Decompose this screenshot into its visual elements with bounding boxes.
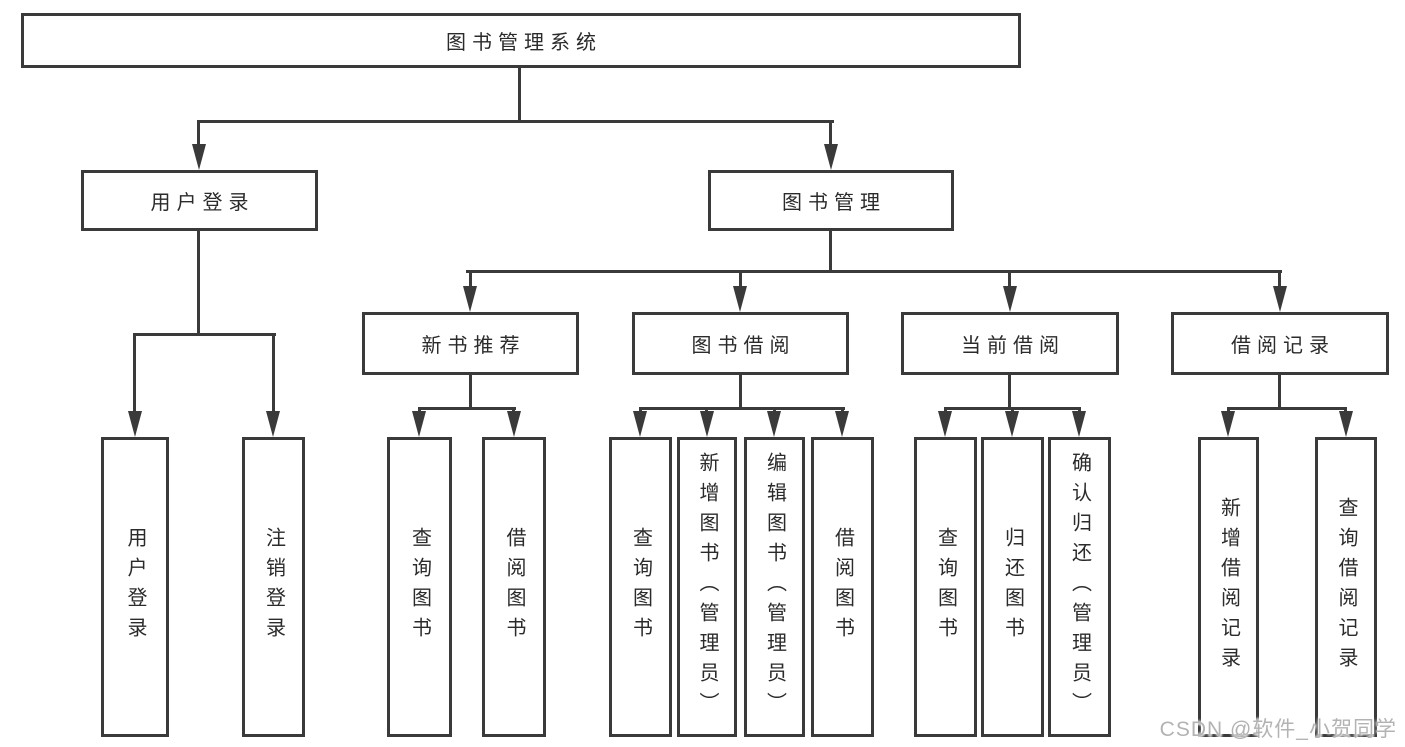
connector-line (1008, 372, 1011, 410)
connector-line (1227, 407, 1347, 410)
connector-line (639, 407, 845, 410)
arrowhead-down-icon (1003, 286, 1017, 312)
arrowhead-down-icon (938, 411, 952, 437)
leaf-confirm-return-admin-label: 确认归还（管理员） (1068, 452, 1091, 722)
connector-line (469, 270, 472, 288)
node-user-login-label: 用户登录 (150, 192, 255, 214)
connector-line (197, 120, 834, 123)
arrowhead-down-icon (824, 144, 838, 170)
node-new-book-recommend: 新书推荐 (362, 312, 579, 375)
connector-line (829, 231, 832, 273)
leaf-query-books-borrow: 查询图书 (609, 437, 672, 737)
node-current-borrow-label: 当前借阅 (961, 335, 1065, 357)
connector-line (418, 407, 516, 410)
leaf-borrow-books-recommend: 借阅图书 (482, 437, 546, 737)
connector-line (1008, 270, 1011, 288)
node-current-borrow: 当前借阅 (901, 312, 1119, 375)
node-root: 图书管理系统 (21, 13, 1021, 68)
arrowhead-down-icon (412, 411, 426, 437)
node-book-borrow-label: 图书借阅 (691, 335, 796, 357)
leaf-logout: 注销登录 (242, 437, 305, 737)
leaf-add-borrow-record: 新增借阅记录 (1198, 437, 1259, 737)
leaf-edit-book-admin: 编辑图书（管理员） (744, 437, 805, 737)
node-borrow-records: 借阅记录 (1171, 312, 1389, 375)
connector-line (133, 333, 136, 413)
leaf-query-books-borrow-label: 查询图书 (629, 527, 652, 647)
connector-line (739, 270, 742, 288)
arrowhead-down-icon (633, 411, 647, 437)
leaf-confirm-return-admin: 确认归还（管理员） (1048, 437, 1111, 737)
leaf-add-borrow-record-label: 新增借阅记录 (1217, 497, 1240, 677)
connector-line (829, 120, 832, 146)
connector-line (133, 333, 276, 336)
node-borrow-records-label: 借阅记录 (1231, 335, 1335, 357)
leaf-query-books-recommend-label: 查询图书 (408, 527, 431, 647)
leaf-return-book-label: 归还图书 (1001, 527, 1024, 647)
connector-line (197, 120, 200, 146)
node-book-management-label: 图书管理 (782, 192, 886, 214)
connector-line (197, 231, 200, 335)
leaf-borrow-books: 借阅图书 (811, 437, 874, 737)
connector-line (469, 372, 472, 410)
leaf-query-borrow-record: 查询借阅记录 (1315, 437, 1377, 737)
node-new-book-recommend-label: 新书推荐 (421, 335, 526, 357)
csdn-watermark: CSDN @软件_小贺同学 (1159, 718, 1397, 741)
connector-line (518, 68, 521, 122)
leaf-query-books-current: 查询图书 (914, 437, 977, 737)
leaf-user-login: 用户登录 (101, 437, 169, 737)
arrowhead-down-icon (733, 286, 747, 312)
arrowhead-down-icon (1339, 411, 1353, 437)
leaf-return-book: 归还图书 (981, 437, 1044, 737)
arrowhead-down-icon (767, 411, 781, 437)
leaf-add-book-admin: 新增图书（管理员） (677, 437, 737, 737)
arrowhead-down-icon (507, 411, 521, 437)
arrowhead-down-icon (266, 411, 280, 437)
leaf-query-books-current-label: 查询图书 (934, 527, 957, 647)
leaf-add-book-admin-label: 新增图书（管理员） (696, 452, 718, 722)
connector-line (466, 270, 1282, 273)
arrowhead-down-icon (463, 286, 477, 312)
connector-line (739, 372, 742, 410)
connector-line (1278, 270, 1281, 288)
arrowhead-down-icon (1221, 411, 1235, 437)
leaf-query-books-recommend: 查询图书 (387, 437, 452, 737)
arrowhead-down-icon (128, 411, 142, 437)
arrowhead-down-icon (835, 411, 849, 437)
node-book-borrow: 图书借阅 (632, 312, 849, 375)
leaf-edit-book-admin-label: 编辑图书（管理员） (763, 452, 786, 722)
arrowhead-down-icon (1005, 411, 1019, 437)
leaf-user-login-label: 用户登录 (124, 527, 146, 647)
leaf-borrow-books-label: 借阅图书 (831, 527, 854, 647)
connector-line (1278, 372, 1281, 410)
arrowhead-down-icon (1273, 286, 1287, 312)
leaf-query-borrow-record-label: 查询借阅记录 (1335, 497, 1357, 677)
arrowhead-down-icon (1072, 411, 1086, 437)
node-root-label: 图书管理系统 (446, 32, 602, 54)
node-user-login: 用户登录 (81, 170, 318, 231)
leaf-logout-label: 注销登录 (262, 527, 285, 647)
node-book-management: 图书管理 (708, 170, 954, 231)
arrowhead-down-icon (192, 144, 206, 170)
connector-line (272, 333, 275, 413)
arrowhead-down-icon (700, 411, 714, 437)
leaf-borrow-books-recommend-label: 借阅图书 (503, 527, 525, 647)
